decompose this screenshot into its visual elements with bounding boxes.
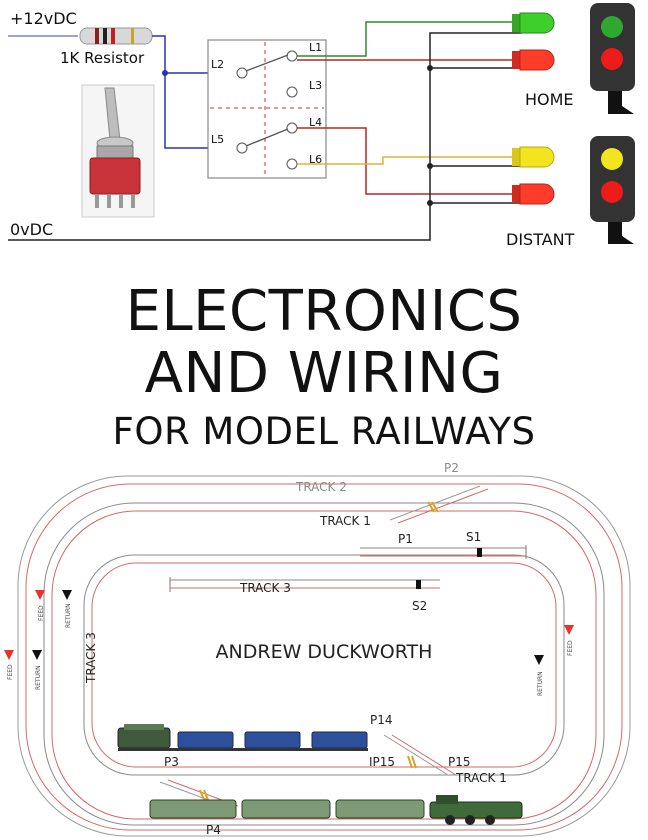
return-arrow-icon [534,655,544,665]
contact-l1: L1 [309,41,322,54]
steam-locomotive-icon [429,795,523,825]
resistor-label: 1K Resistor [60,49,145,67]
label-p1: P1 [398,532,413,546]
section-break-s2 [416,580,421,589]
label-track1-top: TRACK 1 [319,514,371,528]
contact-l6: L6 [309,153,322,166]
contact-l3: L3 [309,79,322,92]
label-track3-siding: TRACK 3 [239,581,291,595]
title-line-1: ELECTRONICS [125,279,523,344]
label-feed: FEED [38,605,45,621]
ground-wire [8,32,522,241]
feed-arrow-icon [564,625,574,635]
distant-signal-icon [590,136,635,244]
coach-icon [335,799,425,819]
label-track1-bottom: TRACK 1 [455,771,507,785]
resistor-icon [79,27,153,45]
label-return: RETURN [35,665,42,690]
red-led-icon [512,49,555,71]
distant-label: DISTANT [506,230,575,249]
label-track3-side: TRACK 3 [84,632,98,684]
circuit-diagram: +12vDC 1K Resistor [8,3,635,249]
coach-icon [149,799,237,819]
home-signal-icon [590,3,635,114]
wagon-icon [177,731,234,749]
return-arrow-icon [62,590,72,600]
contact-l4: L4 [309,116,322,129]
yellow-led-icon [512,146,555,168]
label-feed: FEED [7,664,14,680]
label-p2: P2 [444,461,459,475]
label-p3: P3 [164,755,179,769]
return-arrow-icon [32,650,42,660]
label-return: RETURN [537,671,544,696]
red-led-icon [512,183,555,205]
feed-arrow-icon [4,650,14,660]
label-s1: S1 [466,530,481,544]
feed-arrow-icon [35,590,45,600]
contact-l5: L5 [211,133,224,146]
label-p4: P4 [206,823,221,837]
green-wire [297,21,512,57]
section-break-s1 [477,548,482,557]
wagon-icon [244,731,301,749]
label-s2: S2 [412,599,427,613]
title-line-2: AND WIRING [144,341,504,406]
wagon-icon [311,731,368,749]
subtitle: FOR MODEL RAILWAYS [112,410,536,453]
label-return: RETURN [65,603,72,628]
label-p14: P14 [370,713,393,727]
coach-icon [241,799,331,819]
locomotive-icon [117,724,171,749]
green-led-icon [512,12,555,34]
label-ip15: IP15 [369,755,395,769]
blue-wire [152,35,208,149]
contact-l2: L2 [211,58,224,71]
ground-label: 0vDC [10,220,53,239]
label-feed: FEED [567,640,574,656]
track-layout: TRACK 2 P2 TRACK 1 P1 S1 TRACK 3 S2 P14 … [4,461,631,837]
toggle-switch-icon [81,84,155,218]
supply-label: +12vDC [10,9,77,28]
home-label: HOME [525,90,574,109]
label-track2: TRACK 2 [295,480,347,494]
label-p15: P15 [448,755,471,769]
author-name: ANDREW DUCKWORTH [215,641,433,663]
